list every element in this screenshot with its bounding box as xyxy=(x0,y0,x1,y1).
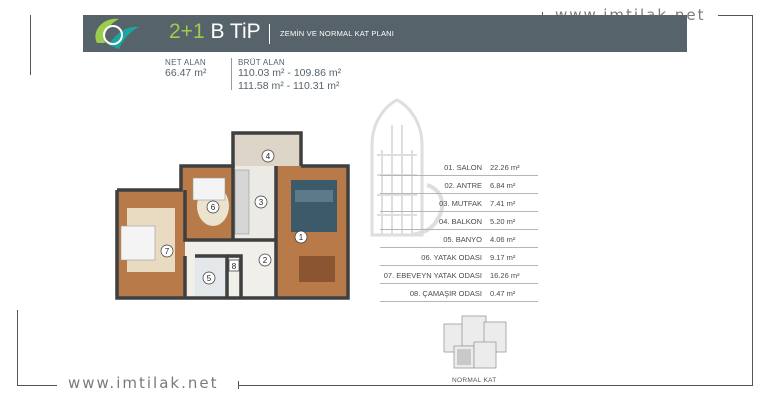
room-number-1: 1 xyxy=(299,233,304,242)
room-name: 01. SALON xyxy=(444,163,482,172)
header-band: 2+1 B TiP ZEMİN VE NORMAL KAT PLANI xyxy=(83,15,687,52)
room-number-8: 8 xyxy=(232,262,237,271)
room-name: 04. BALKON xyxy=(439,217,482,226)
floor-plan: 1 2 3 4 5 6 7 8 xyxy=(115,131,350,300)
plan-title-number: 2+1 xyxy=(169,20,205,43)
room-area: 0.47 m² xyxy=(490,289,516,298)
net-area-label: NET ALAN xyxy=(165,58,206,67)
legend-row: 03. MUTFAK 7.41 m² xyxy=(380,194,538,212)
area-divider xyxy=(231,58,232,90)
legend-row: 04. BALKON 5.20 m² xyxy=(380,212,538,230)
gross-area-line2: 111.58 m² - 110.31 m² xyxy=(238,80,340,92)
room-number-5: 5 xyxy=(207,274,212,283)
room-area: 7.41 m² xyxy=(490,199,516,208)
living-rug xyxy=(291,180,337,232)
legend-row: 07. EBEVEYN YATAK ODASI 16.26 m² xyxy=(380,266,538,284)
bottom-tick xyxy=(238,381,239,389)
plan-subtitle: ZEMİN VE NORMAL KAT PLANI xyxy=(280,29,395,38)
room-area-legend: 01. SALON 22.26 m² 02. ANTRE 6.84 m² 03. M… xyxy=(380,158,538,302)
room-number-3: 3 xyxy=(259,198,264,207)
room-area: 22.26 m² xyxy=(490,163,520,172)
kitchen-counter xyxy=(234,169,250,235)
gross-area-line1: 110.03 m² - 109.86 m² xyxy=(238,67,342,79)
gross-area-label: BRÜT ALAN xyxy=(238,58,286,67)
right-rule xyxy=(752,15,753,385)
header-divider xyxy=(269,24,270,44)
key-plan-icon xyxy=(443,315,507,369)
net-area-value: 66.47 m² xyxy=(165,67,207,79)
sofa xyxy=(295,190,333,202)
left-rule xyxy=(17,310,18,386)
tower-watermark-icon xyxy=(370,98,445,237)
legend-row: 01. SALON 22.26 m² xyxy=(380,158,538,176)
room-area: 5.20 m² xyxy=(490,217,516,226)
legend-row: 05. BANYO 4.06 m² xyxy=(380,230,538,248)
room-number-7: 7 xyxy=(165,247,170,256)
gross-area: BRÜT ALAN 110.03 m² - 109.86 m² 111.58 m… xyxy=(238,58,341,93)
room-name: 06. YATAK ODASI xyxy=(421,253,482,262)
watermark-bottom: www.imtilak.net xyxy=(68,374,219,392)
master-bed xyxy=(120,225,156,261)
room-area: 16.26 m² xyxy=(490,271,520,280)
room-number-2: 2 xyxy=(263,256,268,265)
legend-row: 06. YATAK ODASI 9.17 m² xyxy=(380,248,538,266)
single-bed xyxy=(192,177,226,201)
room-number-4: 4 xyxy=(266,152,271,161)
brand-logo-icon xyxy=(95,18,139,49)
key-plan-label: NORMAL KAT xyxy=(452,377,497,384)
net-area: NET ALAN 66.47 m² xyxy=(165,58,206,80)
room-name: 05. BANYO xyxy=(443,235,482,244)
room-name: 08. ÇAMAŞIR ODASI xyxy=(409,289,482,298)
room-number-6: 6 xyxy=(211,203,216,212)
room-area: 9.17 m² xyxy=(490,253,516,262)
bottom-rule xyxy=(238,385,753,386)
plan-title-type: B TiP xyxy=(210,20,261,43)
plan-title: 2+1 B TiP xyxy=(169,20,261,44)
legend-row: 02. ANTRE 6.84 m² xyxy=(380,176,538,194)
room-name: 03. MUTFAK xyxy=(439,199,482,208)
room-name: 02. ANTRE xyxy=(444,181,482,190)
room-name: 07. EBEVEYN YATAK ODASI xyxy=(383,271,482,280)
top-right-rule xyxy=(718,15,752,16)
bottom-left-rule xyxy=(17,385,57,386)
room-area: 6.84 m² xyxy=(490,181,516,190)
room-area: 4.06 m² xyxy=(490,235,516,244)
walls xyxy=(115,131,350,300)
top-rule xyxy=(30,15,31,75)
dining-table xyxy=(299,256,335,282)
legend-row: 08. ÇAMAŞIR ODASI 0.47 m² xyxy=(380,284,538,302)
